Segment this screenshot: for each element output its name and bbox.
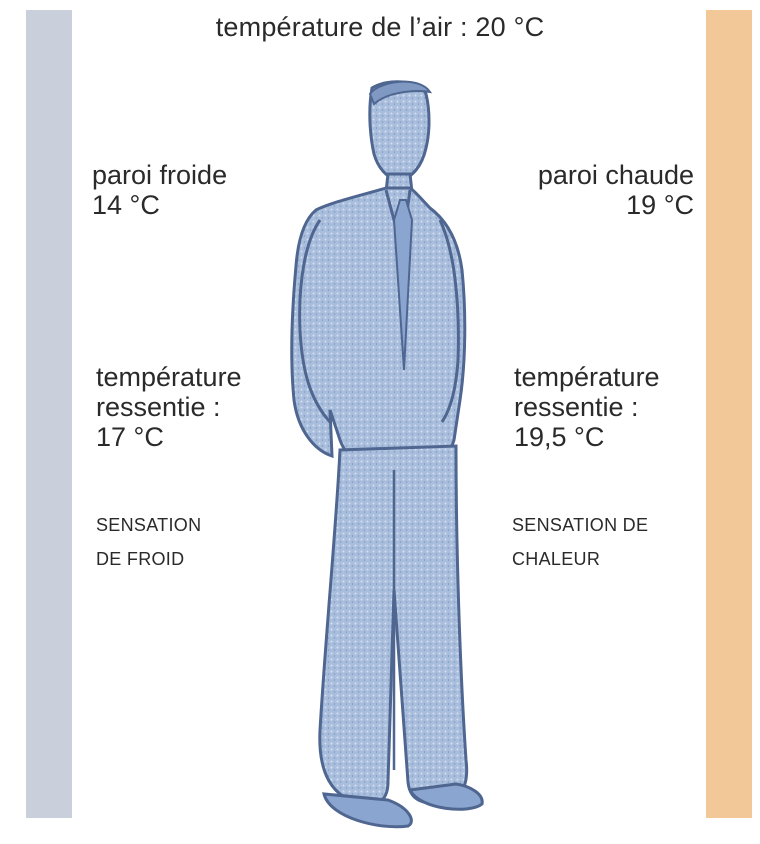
warm-sensation-line2: CHALEUR (512, 542, 648, 576)
cold-wall-label: paroi froide 14 °C (92, 160, 227, 220)
jacket-shape (292, 188, 465, 468)
warm-felt-label-line1: température (514, 362, 660, 392)
cold-felt-label-line1: température (96, 362, 242, 392)
cold-sensation-line2: DE FROID (96, 542, 201, 576)
left-shoe-shape (324, 794, 411, 827)
warm-felt-value: 19,5 °C (514, 422, 660, 452)
cold-felt-temperature: température ressentie : 17 °C (96, 362, 242, 452)
warm-wall-label: paroi chaude 19 °C (538, 160, 694, 220)
warm-wall-name: paroi chaude (538, 160, 694, 190)
cold-sensation-line1: SENSATION (96, 508, 201, 542)
warm-sensation-line1: SENSATION DE (512, 508, 648, 542)
standing-man-icon (270, 70, 500, 840)
air-temperature-title: température de l’air : 20 °C (0, 12, 760, 43)
cold-felt-label-line2: ressentie : (96, 392, 242, 422)
cold-sensation: SENSATION DE FROID (96, 508, 201, 576)
cold-wall-temperature: 14 °C (92, 190, 227, 220)
cold-wall (26, 10, 72, 818)
warm-sensation: SENSATION DE CHALEUR (512, 508, 648, 576)
cold-felt-value: 17 °C (96, 422, 242, 452)
warm-felt-temperature: température ressentie : 19,5 °C (514, 362, 660, 452)
right-shoe-shape (410, 784, 482, 809)
warm-wall-temperature: 19 °C (538, 190, 694, 220)
warm-felt-label-line2: ressentie : (514, 392, 660, 422)
cold-wall-name: paroi froide (92, 160, 227, 190)
warm-wall (706, 10, 752, 818)
